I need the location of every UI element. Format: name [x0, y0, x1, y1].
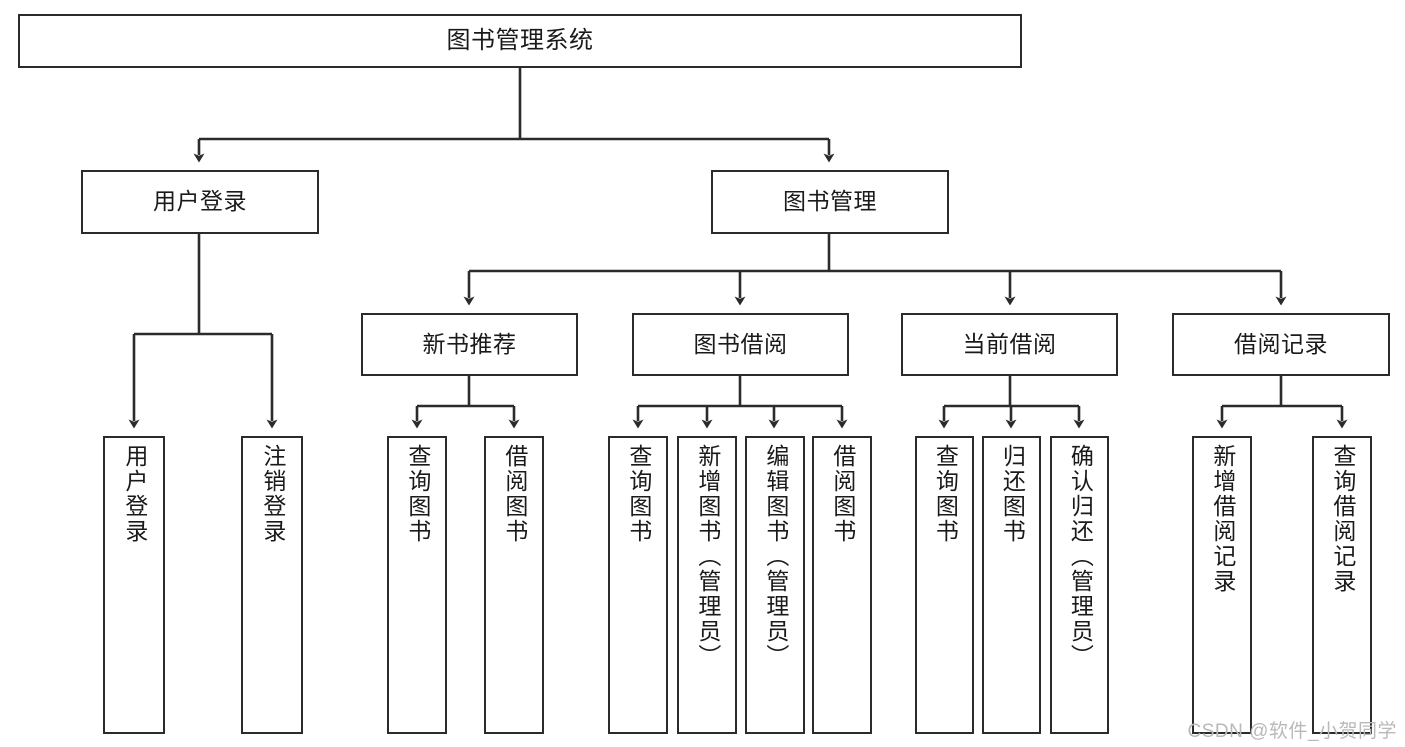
node-user-login-label: 用户登录 [153, 188, 247, 215]
node-book-borrow-label: 图书借阅 [693, 330, 788, 357]
edge-user-login-to-leaves [128, 233, 278, 429]
node-new-book-recommend[interactable]: 新书推荐 [361, 313, 578, 376]
edge-book-borrow-to-leaves [632, 375, 848, 429]
node-leaf-add-book-label: 新增图书（管理员） [694, 444, 721, 669]
node-leaf-borrow-book-2[interactable]: 借阅图书 [812, 436, 872, 734]
node-leaf-query-record-label: 查询借阅记录 [1329, 444, 1356, 594]
node-root[interactable]: 图书管理系统 [18, 14, 1022, 68]
node-leaf-query-book-2-label: 查询图书 [625, 444, 652, 544]
node-leaf-borrow-book-1[interactable]: 借阅图书 [484, 436, 544, 734]
node-leaf-query-book-3-label: 查询图书 [932, 444, 959, 544]
edge-borrow-record-to-leaves [1216, 375, 1348, 429]
node-leaf-edit-book[interactable]: 编辑图书（管理员） [745, 436, 805, 734]
node-leaf-logout-login[interactable]: 注销登录 [241, 436, 303, 734]
edge-new-book-to-leaves [411, 375, 520, 429]
node-leaf-confirm-return-label: 确认归还（管理员） [1067, 444, 1094, 669]
node-new-book-recommend-label: 新书推荐 [422, 330, 517, 357]
node-leaf-confirm-return[interactable]: 确认归还（管理员） [1050, 436, 1109, 734]
node-leaf-edit-book-label: 编辑图书（管理员） [762, 444, 789, 669]
node-leaf-query-book-2[interactable]: 查询图书 [608, 436, 668, 734]
node-leaf-add-record-label: 新增借阅记录 [1209, 444, 1236, 594]
node-book-management-label: 图书管理 [783, 188, 877, 215]
edge-root-to-level2 [193, 68, 835, 163]
node-book-management[interactable]: 图书管理 [711, 170, 949, 234]
node-leaf-user-login-label: 用户登录 [121, 444, 148, 544]
node-borrow-record[interactable]: 借阅记录 [1172, 313, 1390, 376]
node-leaf-user-login[interactable]: 用户登录 [103, 436, 165, 734]
node-book-borrow[interactable]: 图书借阅 [632, 313, 849, 376]
edge-current-borrow-to-leaves [938, 375, 1085, 429]
node-leaf-add-book[interactable]: 新增图书（管理员） [677, 436, 737, 734]
node-current-borrow-label: 当前借阅 [962, 330, 1057, 357]
node-leaf-return-book[interactable]: 归还图书 [982, 436, 1041, 734]
node-leaf-borrow-book-1-label: 借阅图书 [501, 444, 528, 544]
node-current-borrow[interactable]: 当前借阅 [901, 313, 1118, 376]
node-user-login[interactable]: 用户登录 [81, 170, 319, 234]
node-borrow-record-label: 借阅记录 [1234, 330, 1328, 357]
node-root-label: 图书管理系统 [446, 26, 594, 54]
node-leaf-query-book-1[interactable]: 查询图书 [387, 436, 447, 734]
node-leaf-return-book-label: 归还图书 [999, 444, 1026, 544]
csdn-watermark: CSDN @软件_小贺同学 [1187, 721, 1397, 742]
node-leaf-borrow-book-2-label: 借阅图书 [829, 444, 856, 544]
node-leaf-logout-login-label: 注销登录 [259, 444, 286, 544]
node-leaf-query-book-1-label: 查询图书 [404, 444, 431, 544]
node-leaf-query-book-3[interactable]: 查询图书 [915, 436, 974, 734]
edge-book-management-to-level3 [463, 233, 1287, 306]
node-leaf-add-record[interactable]: 新增借阅记录 [1192, 436, 1252, 734]
node-leaf-query-record[interactable]: 查询借阅记录 [1312, 436, 1372, 734]
